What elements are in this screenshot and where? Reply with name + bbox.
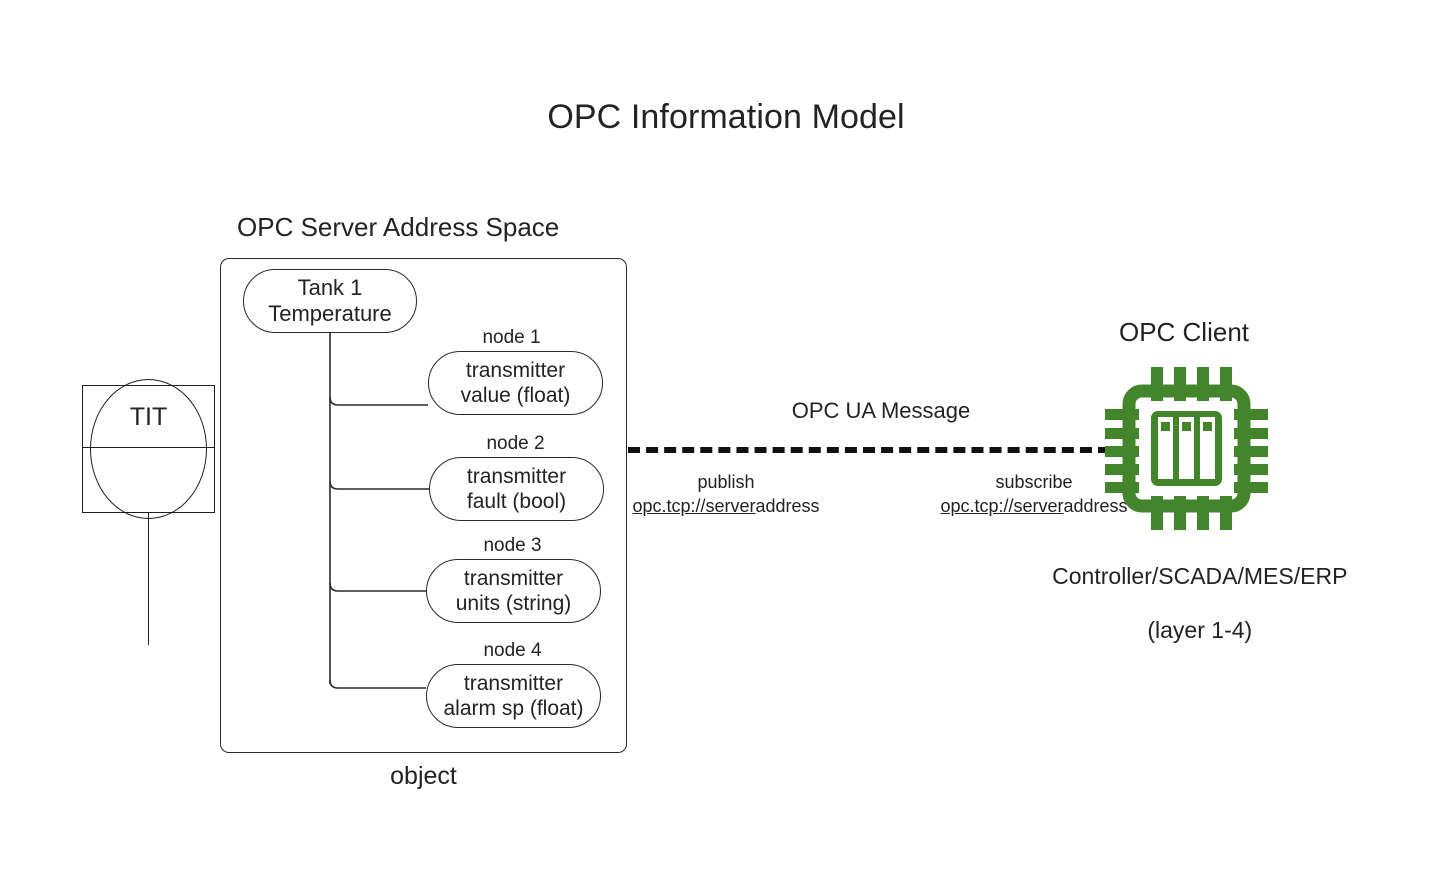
opc-client-label: OPC Client (1118, 317, 1250, 347)
node-4-caption: node 4 (483, 640, 542, 661)
client-role-line2: (layer 1-4) (1147, 617, 1253, 644)
node-1-line2: value (float) (460, 384, 571, 407)
instrument-tag-label: TIT (129, 403, 168, 431)
subscribe-address-rest: address (1063, 496, 1128, 516)
variable-node-1[interactable]: transmitter value (float) (428, 351, 603, 415)
opc-ua-message-dashed-link (628, 447, 1110, 453)
node-3-line2: units (string) (455, 592, 572, 615)
object-node-tank1-temperature[interactable]: Tank 1 Temperature (243, 269, 417, 333)
page-title: OPC Information Model (547, 98, 905, 136)
variable-node-3[interactable]: transmitter units (string) (426, 559, 601, 623)
subscribe-endpoint: subscribe opc.tcp://serveraddress (908, 472, 1160, 517)
publish-address-link[interactable]: opc.tcp://server (632, 496, 756, 516)
node-3-line1: transmitter (463, 566, 564, 590)
server-address-space-label: OPC Server Address Space (237, 212, 560, 242)
publish-address[interactable]: opc.tcp://serveraddress (600, 496, 852, 517)
instrument-process-stem (148, 513, 149, 645)
variable-node-4[interactable]: transmitter alarm sp (float) (426, 664, 601, 728)
instrument-circle (90, 379, 207, 519)
node-2-caption: node 2 (486, 433, 545, 454)
object-node-line1: Tank 1 (297, 274, 363, 300)
node-2-line1: transmitter (466, 464, 567, 488)
publish-endpoint: publish opc.tcp://serveraddress (600, 472, 852, 517)
object-node-line2: Temperature (268, 301, 392, 326)
publish-verb-label: publish (697, 472, 755, 492)
node-3-caption: node 3 (483, 535, 542, 556)
node-4-line1: transmitter (463, 671, 564, 695)
opc-ua-message-label: OPC UA Message (791, 398, 971, 423)
subscribe-verb-label: subscribe (995, 472, 1073, 492)
client-role-label: Controller/SCADA/MES/ERP (layer 1-4) (1000, 536, 1374, 672)
node-4-line2: alarm sp (float) (443, 697, 584, 720)
client-role-line1: Controller/SCADA/MES/ERP (1052, 563, 1348, 590)
instrument-symbol-tit: TIT (82, 379, 215, 519)
variable-node-2[interactable]: transmitter fault (bool) (429, 457, 604, 521)
object-label: object (390, 762, 457, 790)
node-1-line1: transmitter (465, 358, 566, 382)
instrument-divider-line (82, 447, 215, 448)
subscribe-address-link[interactable]: opc.tcp://server (940, 496, 1064, 516)
publish-address-rest: address (755, 496, 820, 516)
node-1-caption: node 1 (482, 327, 541, 348)
subscribe-address[interactable]: opc.tcp://serveraddress (908, 496, 1160, 517)
cpu-chip-icon (1105, 367, 1268, 530)
server-address-space-box (220, 258, 627, 753)
node-2-line2: fault (bool) (466, 490, 567, 513)
